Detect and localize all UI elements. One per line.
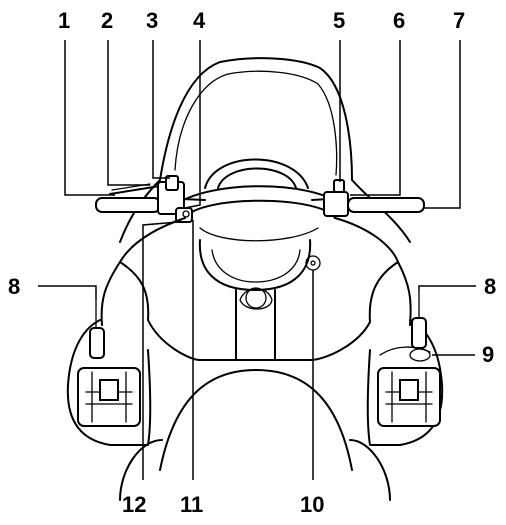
right-side-panel: [366, 289, 444, 446]
windshield: [119, 57, 411, 243]
right-handlebar: [311, 179, 425, 217]
callout-1: 1: [58, 8, 70, 33]
left-buckle: [99, 379, 119, 401]
right-grip: [347, 197, 425, 213]
callout-11: 11: [180, 492, 203, 517]
left-grip: [95, 197, 161, 213]
callout-8-right: 8: [484, 274, 496, 299]
seat: [119, 369, 391, 501]
leader-lines: [38, 40, 476, 480]
storage-latch: [409, 348, 431, 362]
left-side-panel: [66, 299, 152, 446]
callout-4: 4: [193, 8, 206, 33]
callout-6: 6: [393, 8, 405, 33]
callout-2: 2: [101, 8, 113, 33]
right-helmet-hook: [411, 317, 427, 349]
left-helmet-hook: [89, 327, 105, 359]
left-handlebar: [95, 175, 206, 223]
callout-labels: 1 2 3 4 5 6 7 8 8 9 10 11 12: [8, 8, 496, 517]
callout-8-left: 8: [8, 274, 20, 299]
right-buckle: [399, 379, 419, 401]
callout-10: 10: [300, 492, 324, 517]
callout-12: 12: [122, 492, 146, 517]
callout-7: 7: [453, 8, 465, 33]
front-fairing: [100, 217, 412, 361]
callout-9: 9: [482, 342, 494, 367]
callout-3: 3: [146, 8, 158, 33]
right-switch-housing: [323, 191, 349, 217]
left-reservoir: [165, 175, 179, 191]
right-reservoir: [333, 179, 345, 193]
callout-5: 5: [333, 8, 345, 33]
